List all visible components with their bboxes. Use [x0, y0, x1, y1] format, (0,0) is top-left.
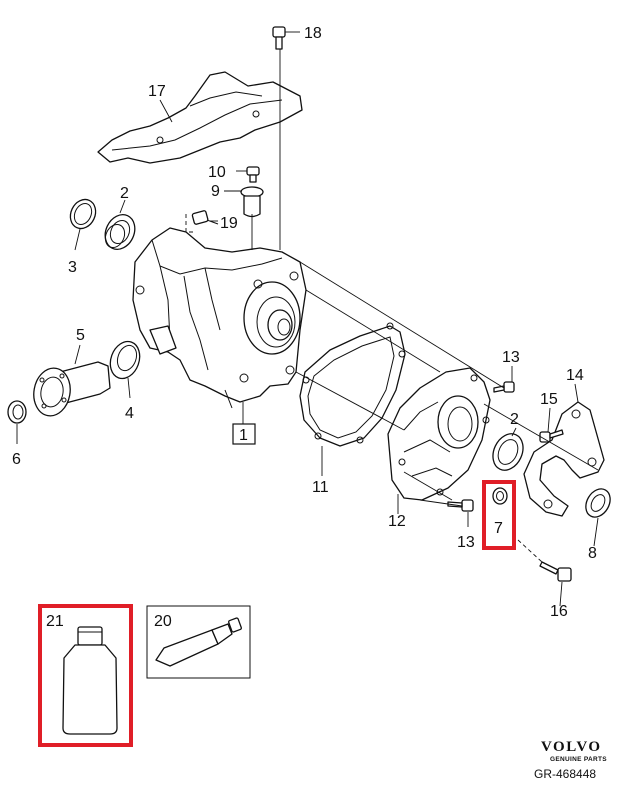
- callout-10: 10: [208, 164, 226, 181]
- oil-bottle-icon: [62, 626, 118, 735]
- seal-part-8: [585, 488, 611, 518]
- oil-bottle-inset-part-21: 21: [38, 604, 133, 747]
- callout-7: 7: [494, 520, 503, 537]
- highlight-box-part-7: [482, 480, 516, 550]
- shaft-seal-part-2-right: [492, 433, 524, 471]
- bolt-part-19: [191, 210, 219, 225]
- callout-1-box: 1: [232, 423, 256, 445]
- volvo-logo-text: VOLVO: [541, 739, 602, 755]
- plug-part-7: [492, 487, 508, 505]
- differential-housing-part-1: [132, 227, 307, 409]
- callout-9: 9: [211, 183, 220, 200]
- callout-labels: 18 17 10 9 2 19 3 5 4 6 11 12 13 13 2 14…: [12, 25, 597, 620]
- callout-5: 5: [76, 327, 85, 344]
- sealant-tube-inset-part-20: 20: [146, 605, 251, 679]
- callout-3: 3: [68, 259, 77, 276]
- callout-20: 20: [154, 613, 172, 630]
- callout-15: 15: [540, 391, 558, 408]
- volvo-logo-tagline: GENUINE PARTS: [550, 756, 607, 763]
- bolt-part-16: [539, 561, 572, 582]
- callout-11: 11: [312, 479, 329, 496]
- callout-13-lower: 13: [457, 534, 475, 551]
- callout-17: 17: [148, 83, 166, 100]
- callout-2-left: 2: [120, 185, 129, 202]
- bolt-part-18: [272, 26, 286, 50]
- figure-reference: GR-468448: [534, 767, 596, 781]
- bolt-part-13-lower: [447, 499, 474, 512]
- callout-19: 19: [220, 215, 238, 232]
- shaft-seal-part-4: [109, 340, 141, 380]
- bolt-part-15: [539, 429, 564, 443]
- flange-part-5: [33, 361, 111, 417]
- breather-part-9: [240, 186, 264, 218]
- bolt-part-13-upper: [493, 381, 515, 393]
- cover-part-12: [387, 367, 491, 501]
- shaft-seal-part-2-left: [104, 213, 136, 251]
- heat-shield-part-17: [97, 71, 303, 164]
- sealant-tube-icon: [155, 617, 242, 667]
- callout-4: 4: [125, 405, 134, 422]
- o-ring-part-3: [69, 198, 97, 230]
- callout-14: 14: [566, 367, 584, 384]
- highlight-box-part-21: [38, 604, 133, 747]
- callout-2-right: 2: [510, 411, 519, 428]
- plug-part-10: [246, 166, 260, 183]
- callout-18: 18: [304, 25, 322, 42]
- callout-16: 16: [550, 603, 568, 620]
- bracket-part-14: [523, 401, 605, 517]
- callout-1: 1: [239, 427, 248, 444]
- callout-13-upper: 13: [502, 349, 520, 366]
- callout-21: 21: [46, 613, 64, 630]
- callout-6: 6: [12, 451, 21, 468]
- nut-part-6: [7, 400, 27, 424]
- volvo-logo: VOLVO GENUINE PARTS: [541, 739, 607, 763]
- callout-12: 12: [388, 513, 406, 530]
- leader-lines: [16, 31, 599, 607]
- callout-8: 8: [588, 545, 597, 562]
